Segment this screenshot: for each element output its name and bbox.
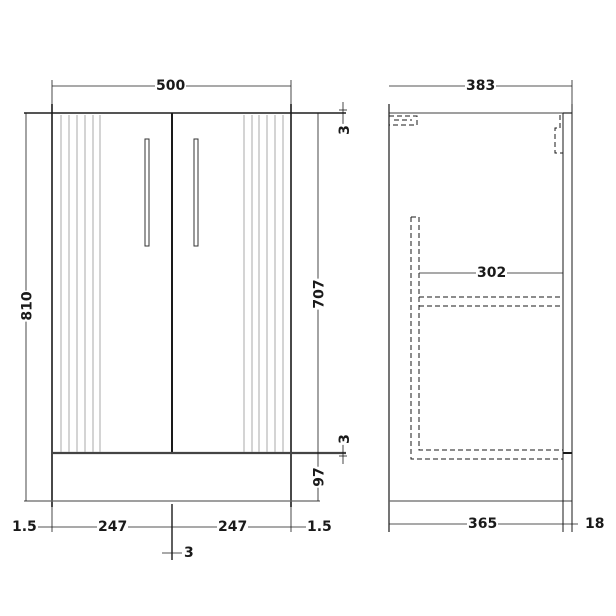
left-door-grooves xyxy=(60,115,101,452)
right-door-width-label: 247 xyxy=(217,519,249,535)
side-overall-depth-label: 383 xyxy=(465,78,497,94)
top-gap-label: 3 xyxy=(336,124,353,136)
front-view xyxy=(24,80,347,560)
right-door-grooves xyxy=(243,115,284,452)
shelf-depth-label: 302 xyxy=(476,265,508,281)
center-gap-label: 3 xyxy=(183,545,195,561)
right-side-gap-label: 1.5 xyxy=(306,519,333,535)
right-door-handle-icon xyxy=(193,138,199,247)
side-view xyxy=(388,80,578,532)
door-height-label: 707 xyxy=(311,278,328,310)
carcass-depth-label: 365 xyxy=(467,516,499,532)
bottom-gap-label: 3 xyxy=(336,433,353,445)
left-door-handle-icon xyxy=(144,138,150,247)
left-side-gap-label: 1.5 xyxy=(11,519,38,535)
door-thickness-label: 18 xyxy=(584,516,606,532)
plinth-height-label: 97 xyxy=(311,466,328,488)
left-door-width-label: 247 xyxy=(97,519,129,535)
front-overall-width-label: 500 xyxy=(155,78,187,94)
front-overall-height-label: 810 xyxy=(19,290,36,322)
